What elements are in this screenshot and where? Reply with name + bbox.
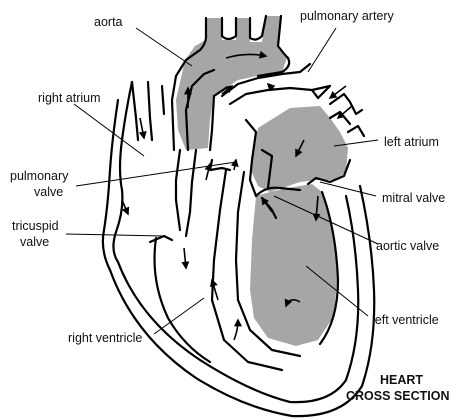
flow-arrow [336,105,353,120]
flow-arrow [233,318,242,341]
title-line-1: HEART [380,373,423,387]
flow-arrow [261,196,273,213]
oxygenated-regions [176,16,348,346]
tricuspid-valve-leader [65,233,163,237]
pulmonary-valve-leader [75,161,237,187]
left-ventricle-label: left ventricle [372,313,439,327]
pulmonary-valve-label-line1: pulmonary [10,169,69,183]
left-ventricle-leader [305,265,369,317]
aorta-label: aorta [94,15,123,29]
title-line-2: CROSS SECTION [346,389,450,403]
diagram-title: HEART CROSS SECTION [346,373,450,403]
flow-arrow [295,139,305,158]
flow-arrow [284,298,301,308]
left-ventricle-region [250,184,338,346]
flow-arrow [210,278,219,301]
flow-arrow [225,50,268,59]
left-atrium-leader [333,139,379,147]
aorta-leader [135,27,193,67]
flow-arrow [328,85,347,99]
labels: aorta pulmonary artery right atrium left… [10,9,445,345]
flow-arrows [121,50,353,341]
flow-arrow [266,82,276,92]
aortic-valve-leader [273,195,379,245]
aortic-valve-label: aortic valve [376,239,439,253]
flow-arrow [181,247,190,270]
pulmonary-valve-label-line2: valve [34,185,63,199]
mitral-valve-label: mitral valve [382,191,445,205]
flow-arrow [204,162,213,181]
heart-walls [101,14,376,418]
right-ventricle-leader [153,297,205,335]
right-atrium-leader [73,103,145,157]
tricuspid-valve-label-line1: tricuspid [12,219,59,233]
flow-arrow [221,85,234,95]
left-atrium-label: left atrium [384,135,439,149]
tricuspid-valve-label-line2: valve [20,235,49,249]
aorta-region [176,16,287,150]
pulmonary-artery-label: pulmonary artery [300,9,395,23]
flow-arrow [138,117,147,140]
right-ventricle-label: right ventricle [68,331,142,345]
right-atrium-label: right atrium [38,91,101,105]
mitral-valve-leader [319,181,377,197]
pulmonary-artery-leader [307,27,337,73]
flow-arrow [230,158,239,171]
leader-lines [65,27,379,335]
flow-arrow [121,199,130,216]
